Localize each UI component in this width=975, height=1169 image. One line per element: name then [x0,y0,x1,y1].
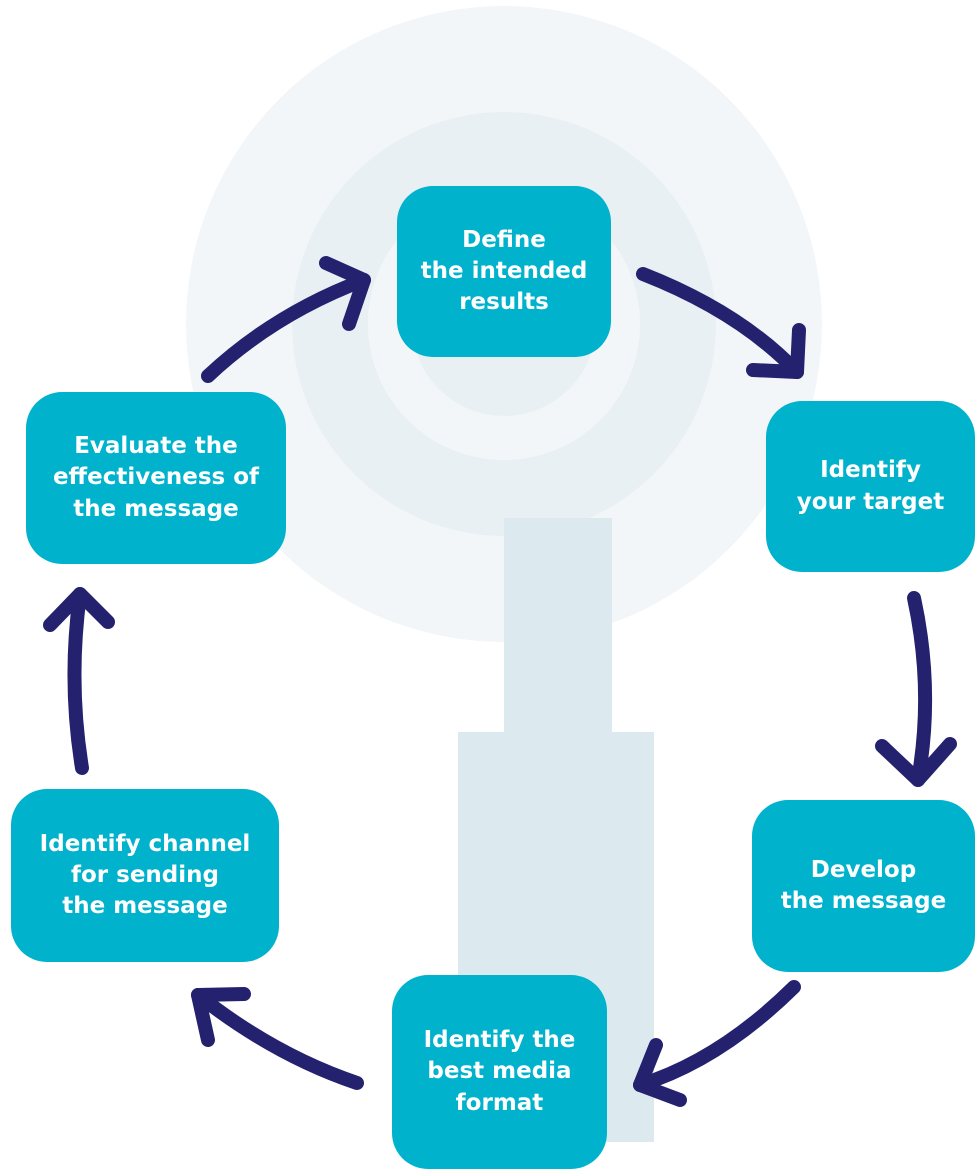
arrow-media-to-channel [191,987,364,1090]
arrow-target-to-develop [875,591,957,787]
arrow-evaluate-to-define [201,256,371,383]
background-pillar-top [504,518,612,738]
arrow-define-to-target [636,267,806,379]
arrow-channel-to-evaluate [43,587,115,775]
arrow-develop-to-media [633,980,801,1107]
